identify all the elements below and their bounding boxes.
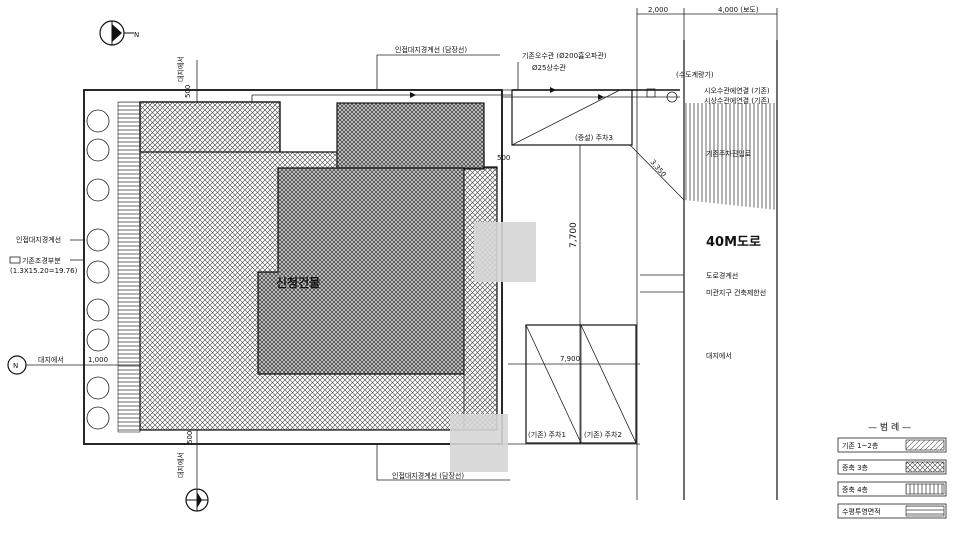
legend-label-3: 증축 4층 xyxy=(842,485,869,494)
dim-2000: 2,000 xyxy=(648,6,668,14)
road-boundary-label: 도로경계선 xyxy=(706,271,738,280)
bottom-boundary-label: 인접대지경계선 (담장선) xyxy=(392,471,464,480)
left-section-marker-icon: N 대지에서 1,000 xyxy=(7,355,140,375)
svg-text:대지에서: 대지에서 xyxy=(176,452,185,478)
setback-bottom: 500 대지에서 xyxy=(176,430,198,488)
legend-label-2: 증축 3층 xyxy=(842,463,869,472)
shaded-area xyxy=(450,414,508,472)
annex-block-right xyxy=(336,102,485,170)
dim-4000: 4,000 (보도) xyxy=(718,6,759,14)
svg-text:대지에서: 대지에서 xyxy=(706,351,732,360)
setback-top: 500 대지에서 xyxy=(176,56,198,102)
existing-right-strip xyxy=(463,167,498,431)
top-dimensions: 2,000 4,000 (보도) xyxy=(636,6,778,500)
city-water-new-label: 시오수관에연결 (기존) xyxy=(704,86,770,95)
svg-text:3,350: 3,350 xyxy=(648,158,667,178)
bottom-axis-icon xyxy=(185,488,209,512)
city-water-old-label: 시상수관에연결 (기존) xyxy=(704,96,770,105)
landscape-strip xyxy=(86,101,141,433)
setback-line-label: 미관지구 건축제한선 xyxy=(706,288,766,297)
north-label: N xyxy=(134,31,139,39)
landscape-label: 기존조경부분 xyxy=(22,256,61,265)
legend-title: — 범 례 — xyxy=(868,422,911,433)
svg-text:(증설) 주차3: (증설) 주차3 xyxy=(575,133,613,142)
svg-text:500: 500 xyxy=(184,85,192,98)
parking-1-2: 7,900 (기존) 주차1 (기존) 주차2 xyxy=(508,324,640,444)
svg-text:N: N xyxy=(13,362,18,370)
tree-icons xyxy=(86,109,110,430)
north-arrow-icon: N xyxy=(99,20,139,46)
parking-3: (증설) 주차3 xyxy=(511,89,633,146)
svg-text:7,900: 7,900 xyxy=(560,355,580,363)
left-boundary-label: 인접대지경계선 xyxy=(16,235,61,244)
building-label: 신청건물 xyxy=(276,275,320,290)
legend-label-1: 기존 1~2층 xyxy=(842,441,879,450)
landscape-area-label: (1.3X15.20=19.76) xyxy=(10,267,78,275)
extension-4f-area xyxy=(257,167,465,375)
svg-text:500: 500 xyxy=(497,154,510,162)
svg-text:7,700: 7,700 xyxy=(569,222,579,248)
pipe-lines: 기존오수관 (Ø200흄오파관) Ø25상수관 (수도계량기) 시오수관에연결 … xyxy=(251,51,770,105)
water-25-label: Ø25상수관 xyxy=(532,63,566,72)
top-boundary-label: 인접대지경계선 (담장선) xyxy=(395,45,467,54)
svg-text:대지에서: 대지에서 xyxy=(176,56,185,82)
road-label: 40M도로 xyxy=(706,235,761,250)
existing-entrance-label: 기존주차진입로 xyxy=(706,149,752,158)
water-pipe-label: 기존오수관 (Ø200흄오파관) xyxy=(522,51,607,60)
road-area: 기존주차진입로 40M도로 도로경계선 미관지구 건축제한선 대지에서 xyxy=(640,40,778,500)
legend: — 범 례 — 기존 1~2층 증축 3층 증축 4층 수평투영면적 xyxy=(837,422,947,519)
svg-text:500: 500 xyxy=(186,431,194,444)
svg-text:(기존) 주차2: (기존) 주차2 xyxy=(584,430,622,439)
annex-block-left xyxy=(139,101,281,153)
svg-text:1,000: 1,000 xyxy=(88,356,108,364)
shaded-area xyxy=(474,222,536,282)
meter-label: (수도계량기) xyxy=(676,70,714,79)
svg-text:(기존) 주차1: (기존) 주차1 xyxy=(528,430,566,439)
svg-text:대지에서: 대지에서 xyxy=(38,355,64,364)
legend-label-4: 수평투영면적 xyxy=(842,507,881,516)
